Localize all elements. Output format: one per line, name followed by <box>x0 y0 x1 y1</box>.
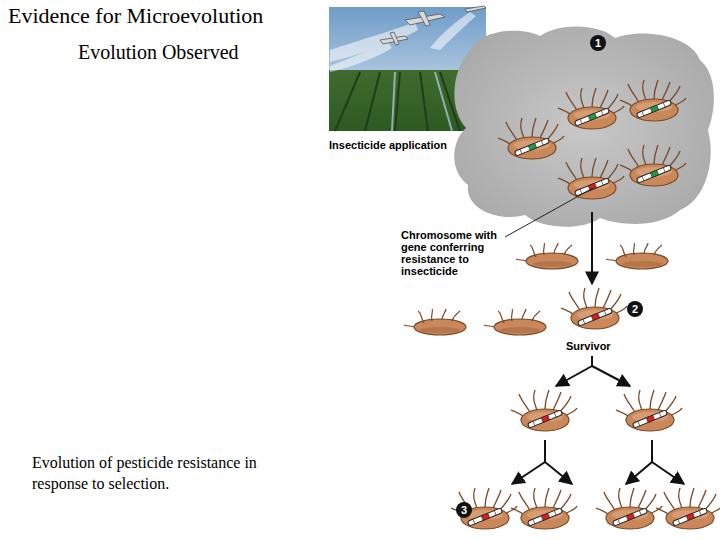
slide-title: Evidence for Microevolution <box>8 3 263 29</box>
leader-line <box>505 188 593 237</box>
slide-subtitle: Evolution Observed <box>78 40 239 64</box>
callout-number: 1 <box>590 35 606 51</box>
callout-circles <box>456 35 643 518</box>
callout-number: 2 <box>627 301 643 317</box>
callout-number: 3 <box>456 502 472 518</box>
caption: Evolution of pesticide resistance in res… <box>32 452 307 494</box>
generation-arrows <box>512 212 684 484</box>
resistant-insects <box>451 288 720 529</box>
survivor-label: Survivor <box>566 340 611 352</box>
gene-label: Chromosome with gene conferring resistan… <box>401 229 513 277</box>
photo-label: Insecticide application <box>329 139 447 151</box>
insect-population <box>498 80 686 199</box>
insecticide-cloud <box>454 26 714 226</box>
